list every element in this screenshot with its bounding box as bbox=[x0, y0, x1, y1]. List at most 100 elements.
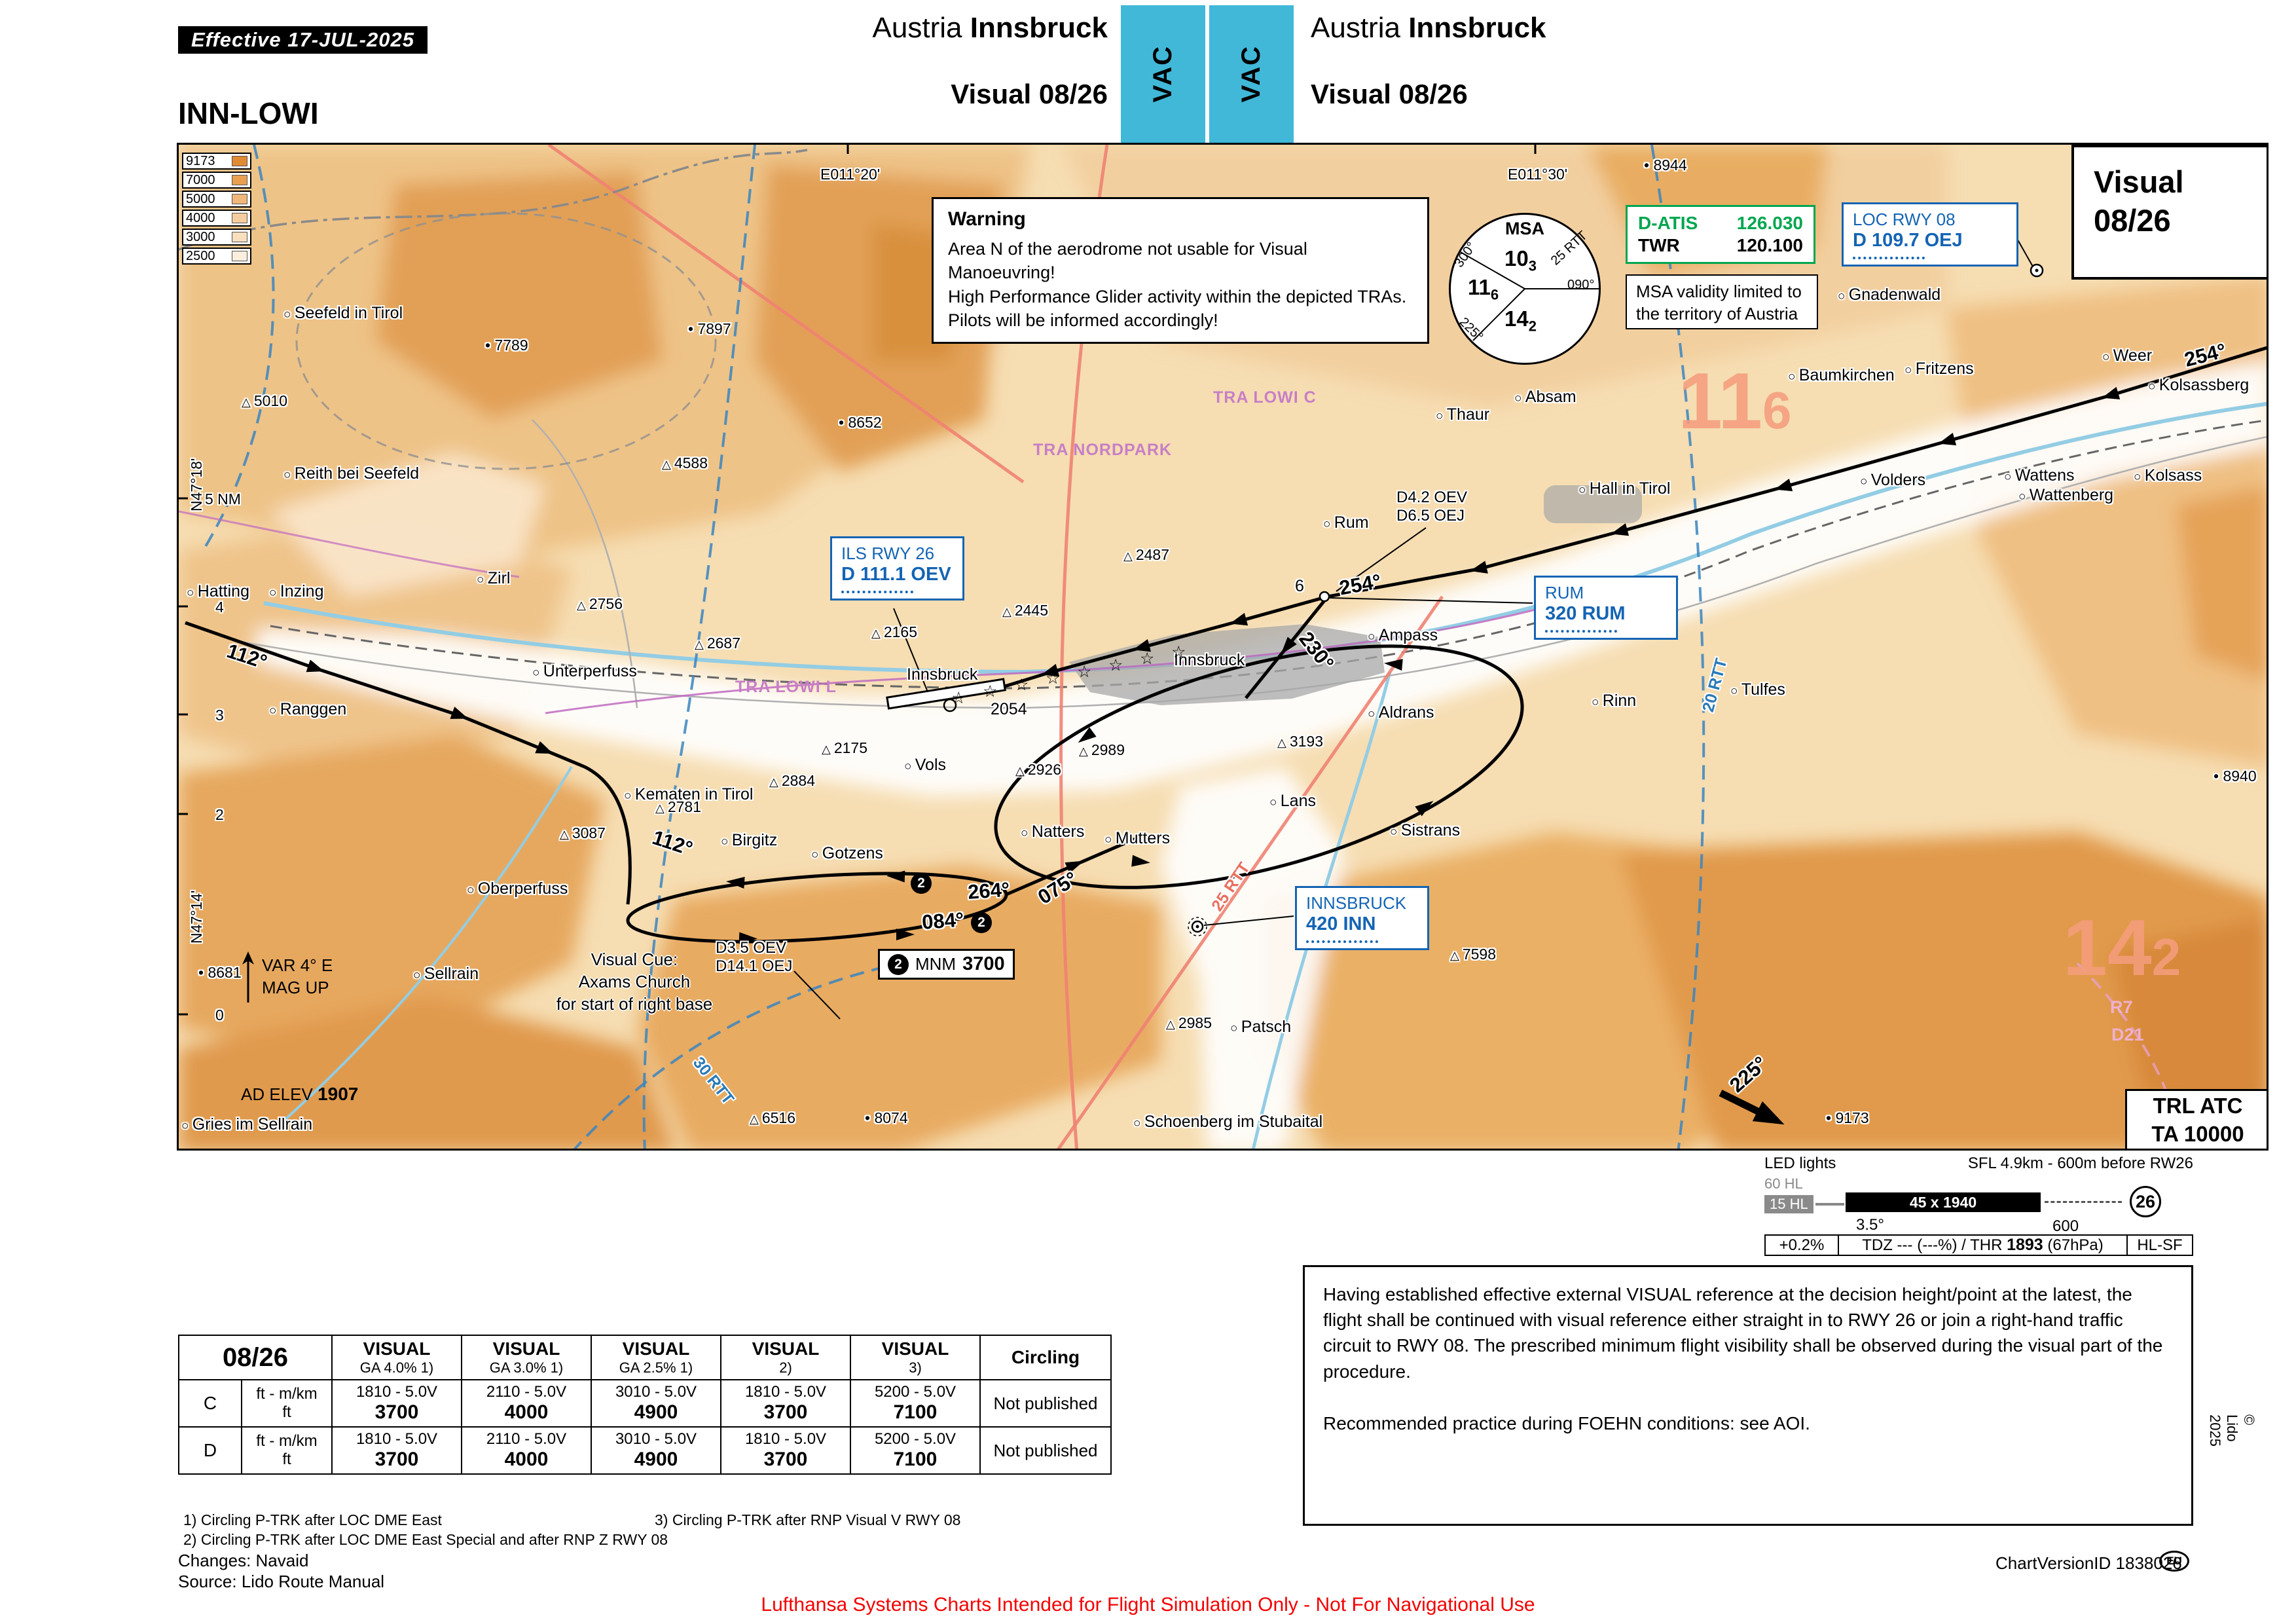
map-label-plain: Innsbruck bbox=[1174, 651, 1245, 669]
procedure-paragraph: Having established effective external VI… bbox=[1323, 1284, 2163, 1382]
map-label-town: Tulfes bbox=[1730, 680, 1785, 699]
runway-bar: 45 x 1940 bbox=[1846, 1192, 2041, 1212]
chart-type-corner-box: Visual 08/26 bbox=[2071, 145, 2267, 280]
map-label-spott: 2989 bbox=[1079, 741, 1125, 759]
variation-note: VAR 4° E MAG UP bbox=[241, 951, 333, 1003]
navaid-box-rum: RUM 320 RUM bbox=[1534, 576, 1678, 640]
map-label-coord: 2 bbox=[215, 806, 224, 823]
map-label-town: Absam bbox=[1514, 388, 1576, 407]
minima-rwy: 08/26 bbox=[178, 1335, 333, 1380]
vac-tab-1[interactable]: VAC bbox=[1121, 5, 1205, 143]
runway-extension-dash bbox=[2045, 1201, 2122, 1203]
runway-profile-panel: LED lights SFL 4.9km - 600m before RW26 … bbox=[1764, 1154, 2193, 1256]
minima-col-header: Circling bbox=[979, 1335, 1112, 1380]
msa-big-sector-ne: 116 bbox=[1678, 356, 1792, 445]
vac-tabs: VAC VAC bbox=[1121, 5, 1294, 143]
vac-tab-2[interactable]: VAC bbox=[1209, 5, 1294, 143]
eu-badge-icon: EU bbox=[2159, 1551, 2189, 1572]
morse-code bbox=[1306, 940, 1378, 943]
foehn-note: Recommended practice during FOEHN condit… bbox=[1323, 1412, 1810, 1433]
map-label-coord: 4 bbox=[215, 599, 224, 616]
twr-label: TWR bbox=[1638, 235, 1680, 255]
runway-data-strip: +0.2% TDZ --- (---%) / THR 1893 (67hPa) … bbox=[1764, 1234, 2193, 1256]
map-label-star: ☆ bbox=[983, 682, 998, 701]
elevation-legend-item: 3000 bbox=[182, 229, 251, 246]
warning-line: Area N of the aerodrome not usable for V… bbox=[948, 239, 1307, 283]
warning-line: Pilots will be informed accordingly! bbox=[948, 310, 1218, 331]
map-label-track: 264° bbox=[967, 877, 1011, 904]
aircraft-category: D bbox=[178, 1426, 242, 1475]
map-label-star: ☆ bbox=[1014, 676, 1029, 694]
elevation-legend-item: 4000 bbox=[182, 210, 251, 227]
map-label-town: Baumkirchen bbox=[1788, 366, 1895, 385]
msa-note-box: MSA validity limited to the territory of… bbox=[1626, 274, 1818, 329]
map-label-town: Aldrans bbox=[1368, 703, 1434, 722]
hl15-chip: 15 HL bbox=[1764, 1195, 1813, 1213]
map-label-town: Fritzens bbox=[1904, 360, 1974, 378]
d-atis-label: D-ATIS bbox=[1638, 213, 1698, 233]
map-label-spott: 2165 bbox=[871, 623, 917, 641]
footnote-2: 2) Circling P-TRK after LOC DME East Spe… bbox=[183, 1531, 668, 1548]
warning-line: High Performance Glider activity within … bbox=[948, 286, 1407, 306]
msa-sector-lines bbox=[1460, 251, 1599, 341]
map-label-spot: 8681 bbox=[198, 964, 241, 982]
title-left: Austria Innsbruck Visual 08/26 bbox=[655, 12, 1108, 110]
map-label-fixlbl: D4.2 OEV bbox=[1396, 489, 1468, 506]
warning-box: Warning Area N of the aerodrome not usab… bbox=[932, 197, 1429, 344]
msa-sector-value: 103 bbox=[1504, 246, 1537, 274]
map-label-spot: 7897 bbox=[688, 320, 731, 338]
msa-title: MSA bbox=[1505, 219, 1544, 238]
map-label-coord: E011°20' bbox=[820, 166, 881, 183]
map-label-town: Oberperfuss bbox=[467, 879, 568, 898]
map-label-spott: 2985 bbox=[1166, 1014, 1212, 1032]
trl-box: TRL ATC TA 10000 bbox=[2125, 1089, 2267, 1149]
map-label-town: Weer bbox=[2102, 346, 2152, 365]
track-arrows bbox=[726, 637, 1434, 944]
map-label-coord: N47°14' bbox=[188, 890, 205, 944]
msa-rose: MSA 25 RTT 300° 090° 225° 103 116 142 bbox=[1449, 213, 1601, 365]
msa-bearing: 090° bbox=[1567, 278, 1595, 292]
map-label-coord: 3 bbox=[215, 707, 224, 724]
map-label-town: Volders bbox=[1860, 471, 1925, 490]
map-label-spott: 3193 bbox=[1277, 733, 1323, 750]
morse-code bbox=[841, 591, 913, 593]
title-left-sub: Visual 08/26 bbox=[951, 79, 1108, 109]
length-600-label: 600 bbox=[2052, 1217, 2079, 1235]
map-label-track: 084° bbox=[921, 908, 965, 934]
map-label-spot: 8944 bbox=[1644, 157, 1686, 174]
map-label-spott: 2175 bbox=[822, 739, 867, 757]
map-label-spott: 2926 bbox=[1015, 761, 1061, 779]
map-artwork bbox=[179, 145, 2267, 1149]
map-label-spott: 2884 bbox=[769, 772, 815, 790]
elevation-legend-item: 2500 bbox=[182, 248, 251, 265]
hlsf-cell: HL-SF bbox=[2126, 1236, 2192, 1255]
warning-title: Warning bbox=[948, 208, 1026, 230]
gradient-cell: +0.2% bbox=[1766, 1236, 1839, 1255]
map-label-town: Gnadenwald bbox=[1838, 286, 1941, 304]
map-label-town: Unterperfuss bbox=[532, 662, 637, 681]
footnote-1: 1) Circling P-TRK after LOC DME East bbox=[183, 1511, 442, 1528]
map-label-spott: 7598 bbox=[1450, 946, 1496, 963]
map-label-town: Mutters bbox=[1104, 829, 1170, 848]
map-label-town: Sistrans bbox=[1390, 821, 1460, 840]
map-label-town: Natters bbox=[1021, 822, 1085, 841]
map-label-plain: 6 bbox=[1295, 577, 1304, 595]
hl60-label: 60 HL bbox=[1764, 1175, 1803, 1192]
map-label-town: Schoenberg im Stubaital bbox=[1133, 1113, 1322, 1132]
map-label-town: Inzing bbox=[269, 582, 324, 601]
morse-code bbox=[1545, 630, 1617, 633]
